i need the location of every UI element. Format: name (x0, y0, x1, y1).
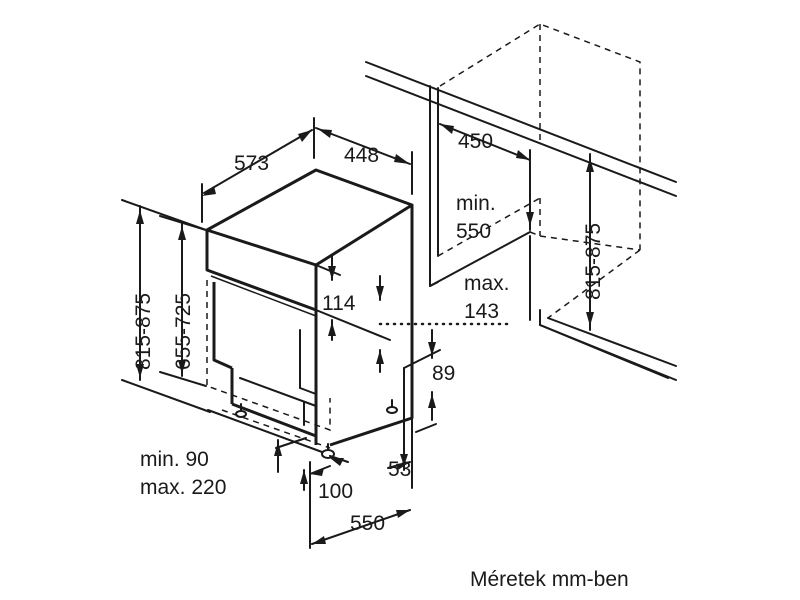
dim-niche-height: 815-875 (582, 223, 605, 300)
dim-plinth-max: max. 220 (140, 476, 226, 499)
dim-niche-550: 550 (456, 220, 491, 243)
dim-114: 114 (322, 292, 356, 315)
dim-573: 573 (234, 152, 269, 175)
dim-total-height: 815-875 (132, 293, 155, 370)
dim-550-overall: 550 (350, 512, 385, 535)
dim-plinth-min: min. 90 (140, 448, 209, 471)
dim-niche-min: min. (456, 192, 496, 215)
dim-89: 89 (432, 362, 455, 385)
dim-body-height: 655-725 (172, 293, 195, 370)
dim-100: 100 (318, 480, 353, 503)
dimension-arrows (136, 124, 594, 544)
niche-cabinet (365, 23, 677, 381)
dim-max-label: max. (464, 272, 510, 295)
dim-143: 143 (464, 300, 499, 323)
dim-450: 450 (458, 130, 493, 153)
dishwasher-body (205, 168, 414, 459)
caption: Méretek mm-ben (470, 568, 629, 591)
dim-448: 448 (344, 144, 379, 167)
dim-53: 53 (388, 458, 411, 481)
